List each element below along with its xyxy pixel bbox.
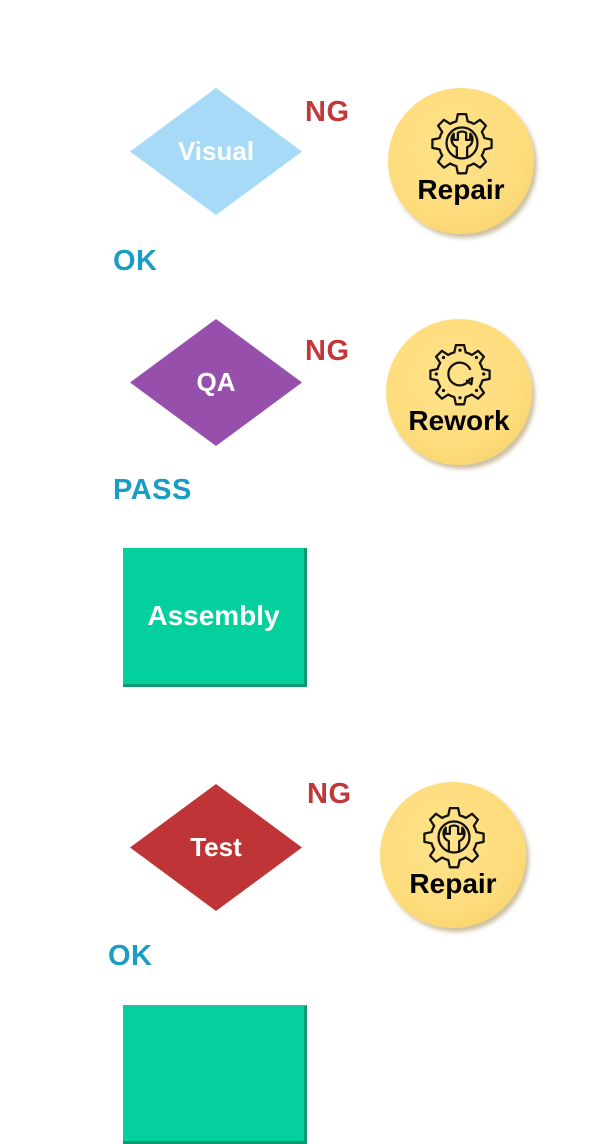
- gear-wrench-icon: [423, 806, 485, 869]
- visual-decision: Visual: [130, 88, 302, 215]
- rework-action: Rework: [386, 319, 532, 465]
- action-label: Repair: [417, 174, 505, 205]
- assembly-process: Assembly: [123, 548, 307, 687]
- pass-label: PASS: [113, 474, 192, 506]
- action-label: Repair: [409, 868, 497, 899]
- decision-label: QA: [196, 367, 236, 397]
- decision-diamond-shape: [130, 88, 302, 215]
- ng-label: NG: [305, 335, 350, 367]
- decision-label: Visual: [177, 136, 255, 166]
- decision-diamond-shape: [130, 319, 302, 446]
- decision-label: Test: [190, 832, 242, 862]
- ng-label: NG: [305, 96, 350, 128]
- ng-label: NG: [307, 778, 352, 810]
- test-decision: Test: [130, 784, 302, 911]
- gear-wrench-icon: [431, 112, 493, 175]
- ok-label: OK: [108, 940, 153, 972]
- ok-label: OK: [113, 245, 158, 277]
- action-label: Rework: [408, 405, 510, 436]
- decision-diamond-shape: [130, 784, 302, 911]
- repair-action: Repair: [388, 88, 534, 234]
- repair-action: Repair: [380, 782, 526, 928]
- qa-decision: QA: [130, 319, 302, 446]
- next-process: [123, 1005, 307, 1144]
- gear-rotate-icon: [429, 343, 491, 406]
